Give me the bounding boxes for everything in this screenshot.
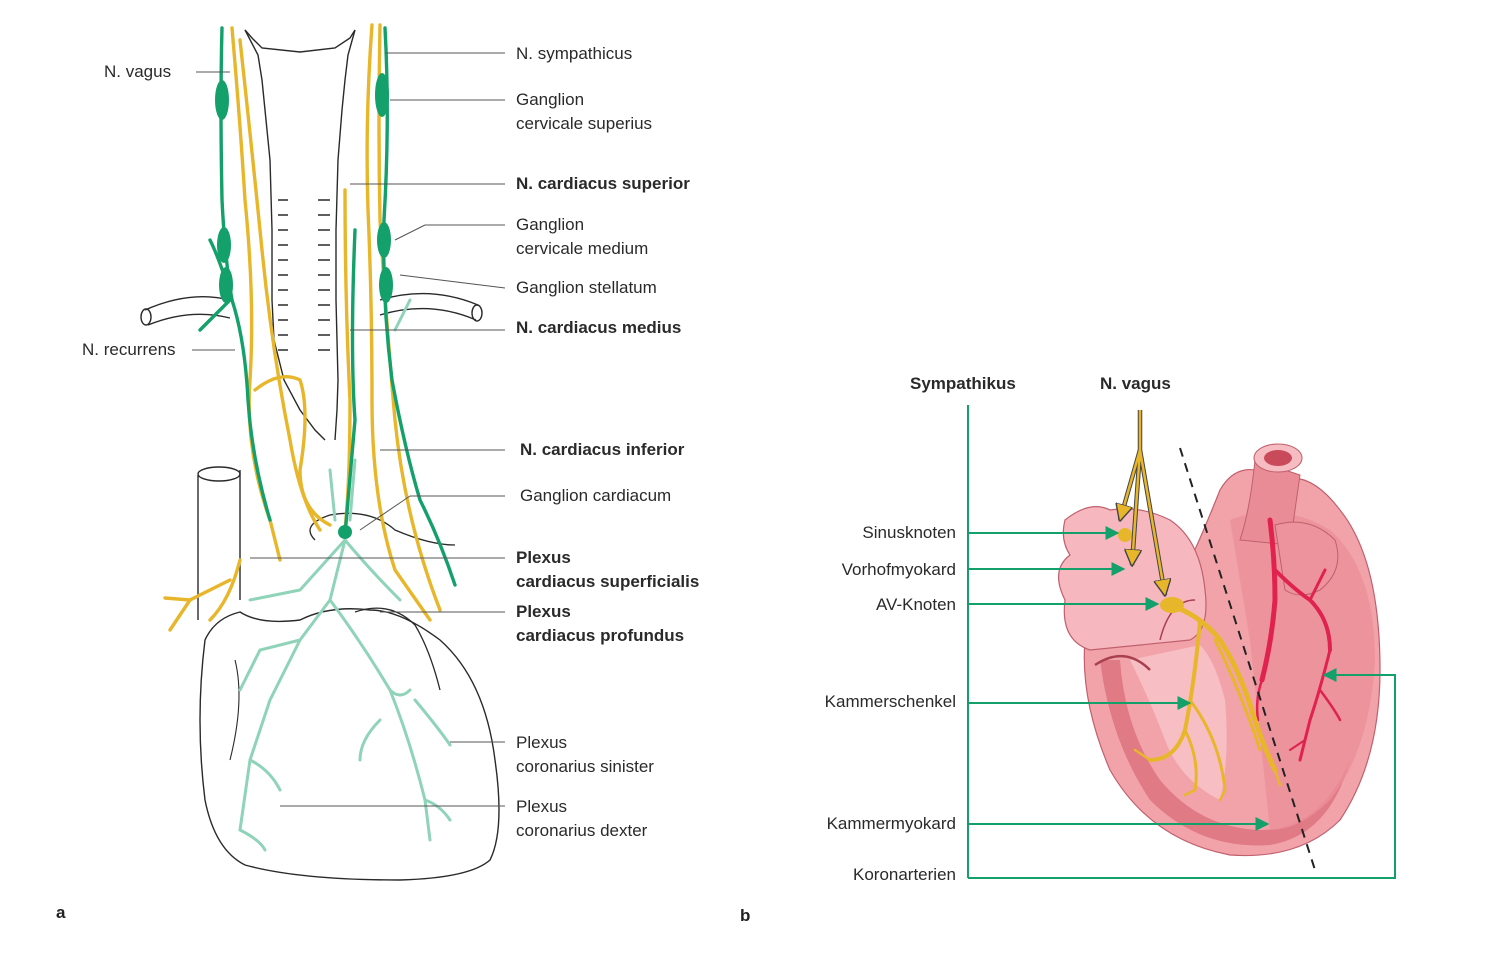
label-plexus-coronarius-sinister-1: Plexus [516,733,568,752]
label-n-sympathicus: N. sympathicus [516,44,633,63]
plexus-branches [238,298,452,852]
label-ganglion-cervicale-medium-2: cervicale medium [516,239,649,258]
label-n-vagus-a: N. vagus [104,62,172,81]
label-plexus-coronarius-dexter-1: Plexus [516,797,568,816]
label-av-knoten: AV-Knoten [875,595,956,614]
header-sympathikus: Sympathikus [910,374,1016,393]
dashed-section-line [1179,447,1316,871]
label-plexus-superficialis-2: cardiacus superficialis [516,572,700,591]
panel-letter-b: b [740,906,751,925]
label-n-recurrens: N. recurrens [82,340,176,359]
av-node [1160,597,1184,613]
sinus-node [1118,528,1132,542]
label-ganglion-cardiacum: Ganglion cardiacum [520,486,672,505]
label-ganglion-cervicale-superius-1: Ganglion [516,90,585,109]
label-plexus-profundus-2: cardiacus profundus [516,626,685,645]
panel-a-leaders [192,52,506,807]
label-n-cardiacus-inferior: N. cardiacus inferior [520,440,685,459]
label-kammerschenkel: Kammerschenkel [824,692,956,711]
trachea-outline [244,29,356,441]
heart-outline-a [199,608,500,881]
vagus-nerves [198,26,457,587]
label-plexus-coronarius-sinister-2: coronarius sinister [516,757,654,776]
vagus-arrows [1120,410,1165,595]
panel-letter-a: a [56,903,66,922]
label-sinusknoten: Sinusknoten [862,523,956,542]
label-ganglion-cervicale-medium-1: Ganglion [516,215,585,234]
label-kammermyokard: Kammermyokard [826,814,956,833]
label-plexus-superficialis-1: Plexus [516,548,571,567]
ganglia [215,73,393,539]
label-plexus-coronarius-dexter-2: coronarius dexter [516,821,648,840]
header-n-vagus-b: N. vagus [1100,374,1171,393]
label-n-cardiacus-superior: N. cardiacus superior [516,174,690,193]
conduction-system [1133,602,1282,802]
label-ganglion-cervicale-superius-2: cervicale superius [516,114,653,133]
sympathetic-arrows [967,405,1396,879]
coronary-arteries [1255,517,1342,762]
label-ganglion-stellatum: Ganglion stellatum [516,278,657,297]
label-koronarterien: Koronarterien [852,865,956,884]
label-n-cardiacus-medius: N. cardiacus medius [516,318,682,337]
label-plexus-profundus-1: Plexus [516,602,571,621]
label-vorhofmyokard: Vorhofmyokard [841,560,956,579]
